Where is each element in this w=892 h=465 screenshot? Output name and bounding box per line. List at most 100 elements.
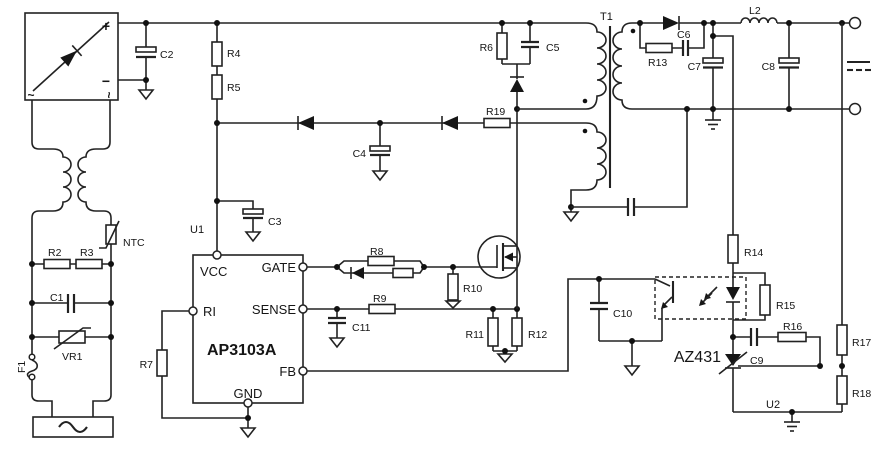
resistor-R4-R5: R4 R5 [211,23,241,251]
c5-label: C5 [546,42,560,54]
mosfet-body-arrow [504,252,513,262]
pin-label-gnd: GND [234,386,263,401]
mosfet [477,109,521,309]
r2-label: R2 [48,247,62,259]
r19-label: R19 [486,106,505,118]
pin-label-vcc: VCC [200,264,227,279]
ri-pin [188,306,198,316]
r10-label: R10 [463,283,482,295]
r6-label: R6 [480,42,494,54]
sense-network: C11 R9 R11 R12 [307,293,547,364]
resistor-R9: R9 [368,293,396,315]
output-negative-terminal [848,102,862,116]
fb-pin [298,366,308,376]
c2-label: C2 [160,49,174,61]
u1-ref-label: U1 [190,224,204,236]
opto-light-arrows [699,286,718,306]
vr1-label: VR1 [62,351,83,363]
capacitor-C1: C1 [32,292,111,313]
r17-label: R17 [852,337,871,349]
primary-winding [517,22,607,110]
snubber-R13-C6: R13 C6 [639,23,705,69]
gate-diode [350,267,364,279]
left-input-rail [31,380,53,417]
fb-ground [623,341,641,377]
gate-series-resistor [392,267,414,279]
resistor-R14: R14 [710,33,763,287]
resistor-R15: R15 [733,272,795,321]
r8-label: R8 [370,246,384,258]
resistor-R2-R3: R2 R3 [32,247,111,270]
bridge-ac-right-sign: ~ [102,91,116,98]
output-positive-terminal [848,16,862,30]
resistor-R7: R7 [140,310,248,419]
primary-phase-dot [582,98,588,104]
compensation-C9-R16: R16 C9 [733,321,821,367]
capacitor-C3: C3 [217,200,282,243]
c9-label: C9 [750,355,764,367]
ic-ground [239,407,257,439]
capacitor-C11: C11 [328,309,371,349]
aux-phase-dot [582,128,588,134]
feedback-secondary: R14 [654,23,871,432]
fb-wire [307,278,655,372]
capacitor-C5: C5 [521,23,560,64]
controller-ic-U1: U1 AP3103A VCC GATE RI SENSE FB GND R7 [140,224,308,439]
c4-label: C4 [353,148,367,160]
capacitor-C8: C8 [762,23,800,109]
ac-source [32,416,114,438]
r5-label: R5 [227,82,241,94]
r12-label: R12 [528,329,547,341]
clamp-diode [510,64,524,109]
sense-pin [298,304,308,314]
aux-winding [570,122,607,207]
resistor-R6: R6 [480,23,508,64]
bridge-plus-sign: + [102,18,110,34]
diode-vcc-2 [441,116,458,130]
resistor-R11-R12: R11 R12 [466,306,547,364]
c1-label: C1 [50,292,64,304]
capacitor-C10: C10 [590,279,632,341]
resistor-R10: R10 [444,267,482,310]
bridge-rectifier: + − ~ ~ [24,12,119,102]
capacitor-C4: C4 [353,123,391,182]
capacitor-C2: C2 [118,23,174,101]
l2-label: L2 [749,5,761,17]
az431-label: AZ431 [674,349,721,366]
resistor-R8: R8 [367,246,395,267]
hv-rail-section: C2 R4 R5 [118,20,586,251]
secondary-phase-dot [630,28,636,34]
gate-network: R8 R10 [307,246,497,310]
gnd-pin [243,398,253,408]
opto-led [726,287,740,337]
optocoupler [654,276,747,341]
common-mode-choke-left [31,100,72,352]
vcc-pin [212,250,222,260]
c10-label: C10 [613,308,632,320]
c8-label: C8 [762,61,776,73]
r18-label: R18 [852,388,871,400]
gate-pin [298,262,308,272]
thermistor-NTC: NTC [99,220,145,264]
varistor-VR1: VR1 [32,327,111,363]
c6-label: C6 [677,29,691,41]
fuse-F1: F1 [16,352,39,381]
r11-label: R11 [466,329,485,341]
r9-label: R9 [373,293,387,305]
secondary-winding [612,22,633,110]
opto-phototransistor [654,278,675,341]
dc-symbol [847,60,871,72]
r7-label: R7 [140,359,154,371]
u1-part-label: AP3103A [207,342,277,359]
t1-label: T1 [600,11,613,23]
divider-R17-R18: R17 R18 [836,23,871,412]
clamp-snubber: R6 C5 [480,20,560,112]
vcc-supply-section: C4 R19 C3 [214,106,586,243]
f1-label: F1 [16,361,28,373]
common-mode-choke-right [77,100,112,222]
c7-label: C7 [688,61,702,73]
c3-label: C3 [268,216,282,228]
ntc-label: NTC [123,237,145,249]
